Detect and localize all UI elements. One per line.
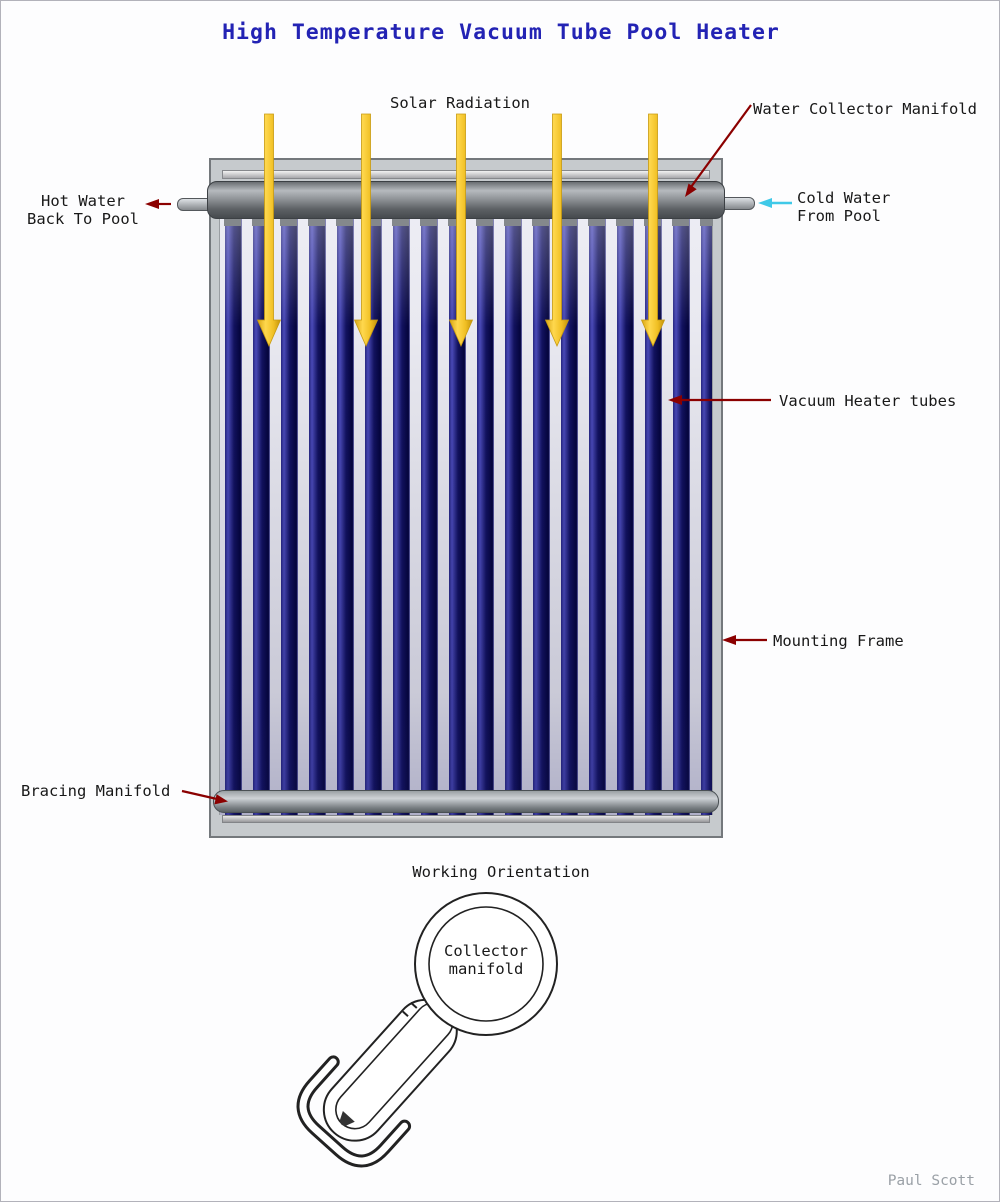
water-collector-manifold-bar [207,181,725,219]
label-solar-radiation: Solar Radiation [390,94,530,112]
label-water-collector-manifold: Water Collector Manifold [753,100,977,118]
label-hot-water-line2: Back To Pool [27,210,139,228]
working-orientation-drawing [296,892,558,1168]
label-hot-water-line1: Hot Water [41,192,125,210]
tube-tip-icon [339,1110,355,1126]
label-cold-water-line2: From Pool [797,207,881,225]
frame-top-strip [222,170,710,179]
tube-outer-outline [322,998,458,1142]
page-title: High Temperature Vacuum Tube Pool Heater [222,20,780,45]
tube-inner-outline [335,1002,454,1130]
tube-bracket-icon [296,1055,412,1168]
cold-water-arrow [758,198,792,208]
tube-connection-caps [219,219,713,226]
label-collector-manifold-line1: Collector [444,942,528,960]
label-cold-water-line1: Cold Water [797,189,891,207]
arrow-head-icon [722,635,736,645]
frame-bottom-strip [222,815,710,823]
label-working-orientation: Working Orientation [412,863,590,881]
arrow-head-icon [758,198,772,208]
label-vacuum-heater-tubes: Vacuum Heater tubes [779,392,957,410]
label-bracing-manifold: Bracing Manifold [21,782,171,800]
tube-mark [410,1001,418,1009]
author-signature: Paul Scott [887,1173,975,1189]
tube-bracket-inner [299,1058,409,1165]
arrow-head-icon [145,199,159,209]
label-mounting-frame: Mounting Frame [773,632,904,650]
bracing-manifold-bar [213,790,719,813]
cold-water-pipe [721,197,755,210]
vacuum-tube-array [219,219,713,815]
hot-water-pipe [177,198,211,211]
tube-mark [402,1010,409,1017]
label-collector-manifold-line2: manifold [448,960,524,978]
